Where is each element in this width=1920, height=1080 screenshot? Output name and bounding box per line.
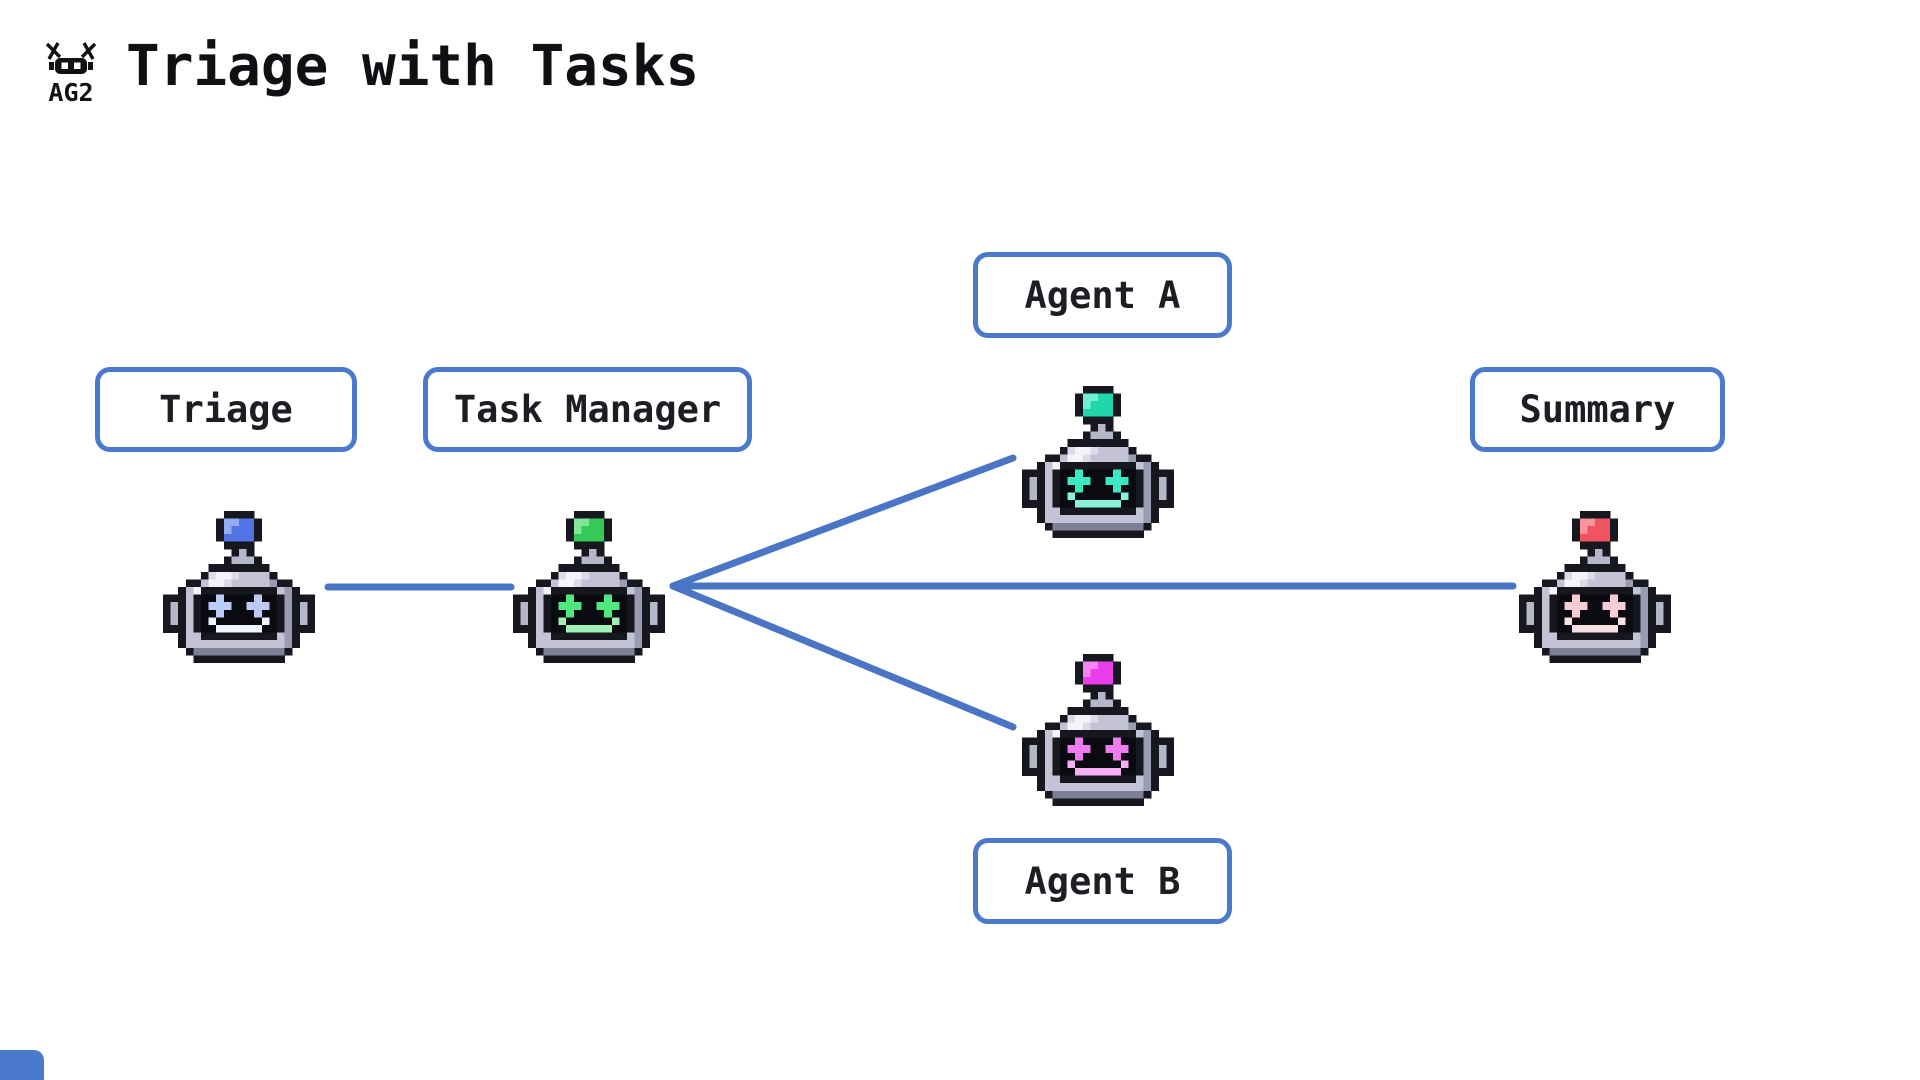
agent-label-task-manager: Task Manager [423, 367, 752, 452]
agent-label-text: Agent B [1024, 859, 1181, 903]
robot-avatar-agent-a [1022, 386, 1174, 538]
agent-label-agent-a: Agent A [973, 252, 1232, 338]
ag2-logo-icon: AG2 [45, 42, 97, 104]
agent-label-text: Agent A [1024, 273, 1181, 317]
logo-eye-left [61, 62, 68, 69]
agent-label-summary: Summary [1470, 367, 1725, 452]
corner-accent-swatch [0, 1050, 44, 1080]
logo-face-band [55, 58, 87, 74]
robot-avatar-task-manager [513, 511, 665, 663]
agent-label-triage: Triage [95, 367, 357, 452]
agent-label-text: Task Manager [453, 388, 722, 431]
agent-label-text: Triage [159, 388, 293, 431]
page-title: Triage with Tasks [126, 34, 700, 99]
logo-eye-right [74, 62, 81, 69]
edge-task_manager-agent_b [669, 582, 1017, 731]
robot-avatar-summary [1519, 511, 1671, 663]
agent-label-text: Summary [1519, 388, 1676, 431]
edge-task_manager-agent_a [669, 454, 1017, 590]
logo-text: AG2 [48, 78, 93, 104]
robot-avatar-triage [163, 511, 315, 663]
agent-label-agent-b: Agent B [973, 838, 1232, 924]
robot-avatar-agent-b [1022, 654, 1174, 806]
